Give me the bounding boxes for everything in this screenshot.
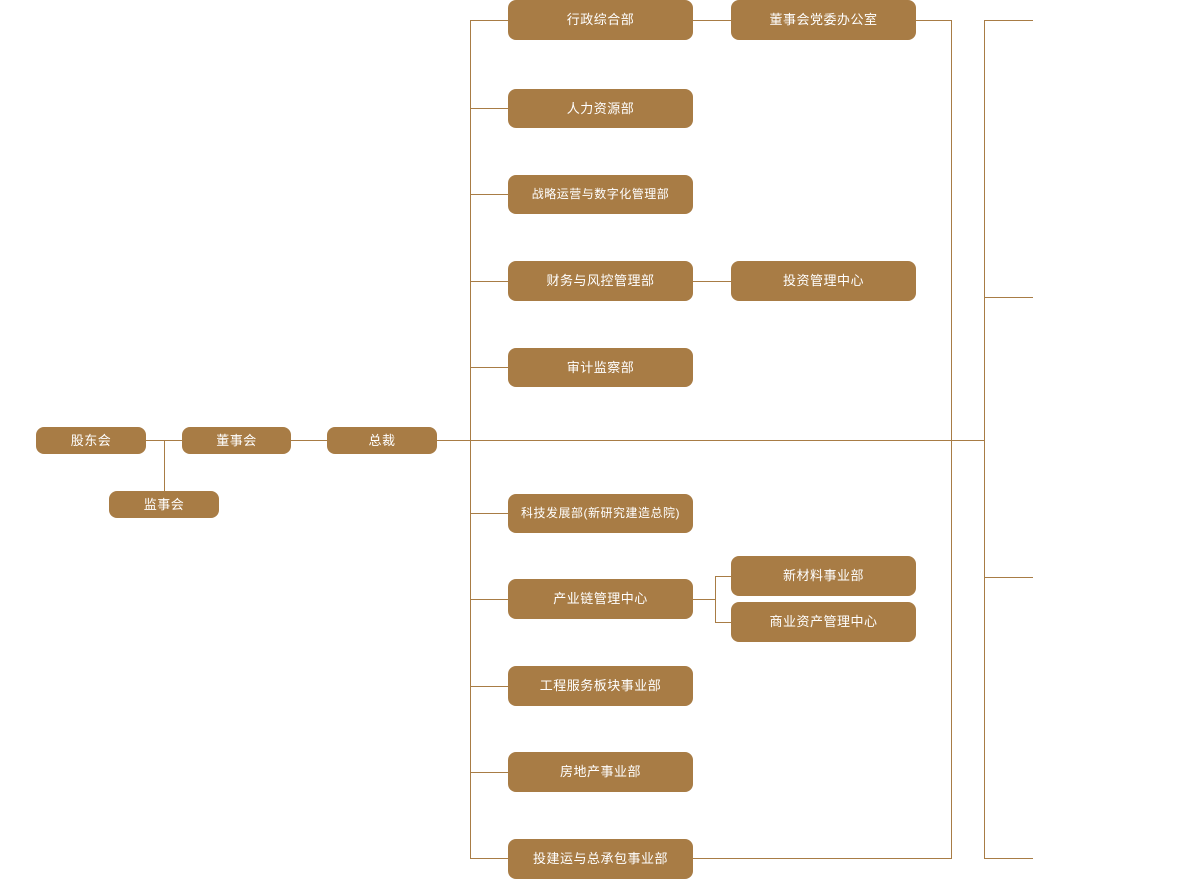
node-admin[interactable]: 行政综合部 <box>508 0 693 40</box>
node-engineering-label: 工程服务板块事业部 <box>539 678 662 694</box>
node-board-party-office[interactable]: 董事会党委办公室 <box>731 0 916 40</box>
rail-inner-top-cap <box>916 20 952 21</box>
rail-outer-top-cap <box>984 20 1033 21</box>
connector-branch-audit <box>470 367 509 368</box>
rail-outer-right <box>984 20 985 859</box>
node-admin-label: 行政综合部 <box>566 12 635 28</box>
connector-industry-fork-stem <box>693 599 715 600</box>
node-strategy-label: 战略运营与数字化管理部 <box>531 187 670 202</box>
node-shareholders[interactable]: 股东会 <box>36 427 146 454</box>
connector-industry-fork-vertical <box>715 576 716 623</box>
node-president-label: 总裁 <box>368 432 396 448</box>
node-audit[interactable]: 审计监察部 <box>508 348 693 387</box>
connector-branch-engineering <box>470 686 509 687</box>
node-audit-label: 审计监察部 <box>566 359 635 375</box>
node-realestate-label: 房地产事业部 <box>559 764 641 780</box>
node-finance-label: 财务与风控管理部 <box>546 273 655 289</box>
node-epc-label: 投建运与总承包事业部 <box>532 851 668 867</box>
node-board-label: 董事会 <box>216 432 257 448</box>
connector-finance-investment <box>693 281 731 282</box>
node-hr[interactable]: 人力资源部 <box>508 89 693 128</box>
connector-branch-hr <box>470 108 509 109</box>
node-board-party-office-label: 董事会党委办公室 <box>769 12 878 28</box>
rail-outer-bottom-cap <box>984 858 1033 859</box>
node-hr-label: 人力资源部 <box>566 100 635 116</box>
rail-inner-bottom-cap <box>693 858 952 859</box>
node-investment-center-label: 投资管理中心 <box>782 273 864 289</box>
node-supervisors-label: 监事会 <box>143 496 185 512</box>
rail-outer-stub-upper <box>984 297 1033 298</box>
node-epc[interactable]: 投建运与总承包事业部 <box>508 839 693 879</box>
connector-president-trunk <box>437 440 985 441</box>
connector-branch-tech <box>470 513 509 514</box>
node-industry-chain[interactable]: 产业链管理中心 <box>508 579 693 619</box>
node-industry-chain-label: 产业链管理中心 <box>553 591 648 607</box>
node-new-materials[interactable]: 新材料事业部 <box>731 556 916 596</box>
rail-outer-stub-lower <box>984 577 1033 578</box>
node-tech-label: 科技发展部(新研究建造总院) <box>521 506 680 521</box>
connector-branch-realestate <box>470 772 509 773</box>
connector-board-supervisors-vertical <box>164 440 165 504</box>
rail-departments-left <box>470 20 471 859</box>
node-new-materials-label: 新材料事业部 <box>782 568 864 584</box>
connector-branch-industry-chain <box>470 599 509 600</box>
node-shareholders-label: 股东会 <box>70 432 112 448</box>
node-president[interactable]: 总裁 <box>327 427 437 454</box>
connector-industry-to-new-materials <box>715 576 731 577</box>
node-supervisors[interactable]: 监事会 <box>109 491 219 518</box>
node-tech[interactable]: 科技发展部(新研究建造总院) <box>508 494 693 533</box>
connector-branch-admin <box>470 20 509 21</box>
node-commercial-assets[interactable]: 商业资产管理中心 <box>731 602 916 642</box>
node-board[interactable]: 董事会 <box>182 427 291 454</box>
node-finance[interactable]: 财务与风控管理部 <box>508 261 693 301</box>
connector-branch-finance <box>470 281 509 282</box>
rail-inner-right <box>951 20 952 859</box>
connector-branch-strategy <box>470 194 509 195</box>
connector-admin-party-office <box>693 20 731 21</box>
connector-board-president <box>291 440 327 441</box>
node-investment-center[interactable]: 投资管理中心 <box>731 261 916 301</box>
node-realestate[interactable]: 房地产事业部 <box>508 752 693 792</box>
connector-branch-epc <box>470 858 509 859</box>
node-strategy[interactable]: 战略运营与数字化管理部 <box>508 175 693 214</box>
connector-industry-to-commercial-assets <box>715 622 731 623</box>
node-engineering[interactable]: 工程服务板块事业部 <box>508 666 693 706</box>
node-commercial-assets-label: 商业资产管理中心 <box>769 614 878 630</box>
